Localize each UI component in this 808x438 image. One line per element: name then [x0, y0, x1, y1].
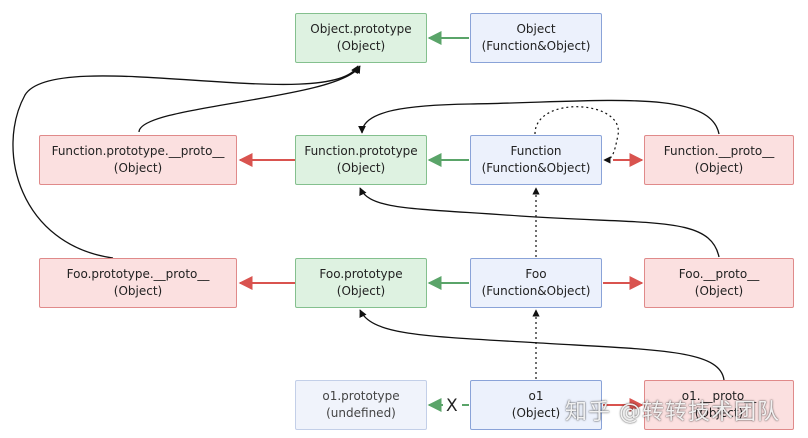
o1-proto-to-foo-prototype-link: [359, 309, 725, 381]
o1-prototype-node: o1.prototype (undefined): [295, 380, 427, 430]
node-type: (Object): [113, 284, 163, 298]
node-title: Foo: [525, 267, 547, 281]
node-type: (Object): [694, 406, 744, 420]
node-type: (Object): [113, 161, 163, 175]
foo-prototype-proto-node: Foo.prototype.__proto__ (Object): [39, 258, 237, 308]
node-title: Function.__proto__: [663, 144, 775, 158]
node-title: Function: [510, 144, 562, 158]
foo-node: Foo (Function&Object): [470, 258, 602, 308]
object-node: Object (Function&Object): [470, 13, 602, 63]
function-node: Function (Function&Object): [470, 135, 602, 185]
function-self-link: [534, 106, 619, 164]
node-type: (Object): [336, 284, 386, 298]
function-prototype-node: Function.prototype (Object): [295, 135, 427, 185]
foo-prototype-node: Foo.prototype (Object): [295, 258, 427, 308]
node-type: (undefined): [326, 406, 396, 420]
foo-proto-to-function-prototype-link: [359, 187, 720, 258]
watermark: 知乎 @转转技术团队: [565, 400, 780, 425]
function-prototype-proto-node: Function.prototype.__proto__ (Object): [39, 135, 237, 185]
node-type: (Object): [511, 406, 561, 420]
o1-proto-node: o1.__proto__ (Object): [644, 380, 794, 430]
function-proto-node: Function.__proto__ (Object): [644, 135, 794, 185]
node-title: o1.__proto__: [681, 389, 757, 403]
function-prototype-proto-to-object-prototype-link: [138, 65, 361, 133]
object-prototype-node: Object.prototype (Object): [295, 13, 427, 63]
node-title: Object: [516, 22, 556, 36]
foo-proto-node: Foo.__proto__ (Object): [644, 258, 794, 308]
foo-prototype-proto-to-object-prototype-link: [12, 65, 359, 259]
node-type: (Object): [336, 39, 386, 53]
node-type: (Function&Object): [481, 161, 591, 175]
node-title: o1: [528, 389, 544, 403]
node-type: (Object): [336, 161, 386, 175]
node-title: Function.prototype.__proto__: [51, 144, 225, 158]
node-title: Foo.prototype: [319, 267, 403, 281]
node-title: Object.prototype: [310, 22, 412, 36]
node-title: o1.prototype: [322, 389, 400, 403]
node-type: (Object): [694, 284, 744, 298]
node-type: (Function&Object): [481, 39, 591, 53]
node-title: Foo.__proto__: [678, 267, 760, 281]
node-type: (Object): [694, 161, 744, 175]
no-prototype-mark: X: [446, 396, 458, 416]
node-title: Foo.prototype.__proto__: [66, 267, 210, 281]
o1-node: o1 (Object): [470, 380, 602, 430]
node-type: (Function&Object): [481, 284, 591, 298]
node-title: Function.prototype: [304, 144, 418, 158]
function-proto-to-function-prototype-link: [358, 99, 720, 135]
